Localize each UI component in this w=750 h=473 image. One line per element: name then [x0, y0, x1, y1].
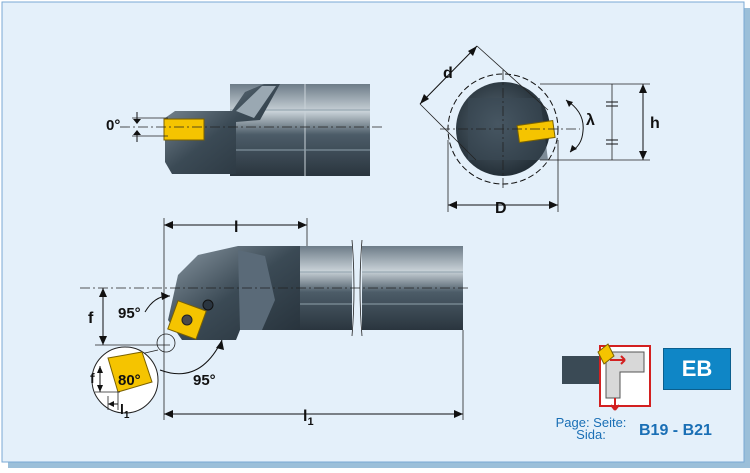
- label-d: d: [443, 65, 453, 82]
- code-badge: EB: [663, 348, 731, 390]
- label-95-upper: 95°: [118, 305, 141, 322]
- label-l1: l1: [303, 408, 314, 428]
- label-l1-small: l1: [120, 401, 130, 421]
- label-95-lower: 95°: [193, 372, 216, 389]
- label-0-degree: 0°: [106, 117, 120, 134]
- machining-icon: [562, 343, 651, 411]
- insert-detail: [91, 346, 159, 414]
- icon-bar: [562, 356, 602, 384]
- label-80: 80°: [118, 372, 141, 389]
- label-f: f: [88, 310, 94, 327]
- label-lambda: λ: [586, 112, 595, 129]
- label-h: h: [650, 115, 660, 132]
- page-reference-label: Page: Seite: Sida:: [546, 415, 636, 442]
- bottom-top-view: [80, 218, 470, 420]
- page-reference-line2: Sida:: [576, 427, 606, 442]
- end-view: [419, 45, 650, 212]
- label-D: D: [495, 200, 507, 217]
- page-reference-pages: B19 - B21: [639, 422, 712, 439]
- insert-top: [163, 118, 205, 141]
- label-f-small: f: [90, 370, 95, 386]
- insert-detail-shape: [107, 351, 153, 393]
- top-side-view: [120, 84, 385, 176]
- label-l: l: [234, 219, 238, 236]
- page-reference-line1: Page: Seite:: [555, 415, 627, 430]
